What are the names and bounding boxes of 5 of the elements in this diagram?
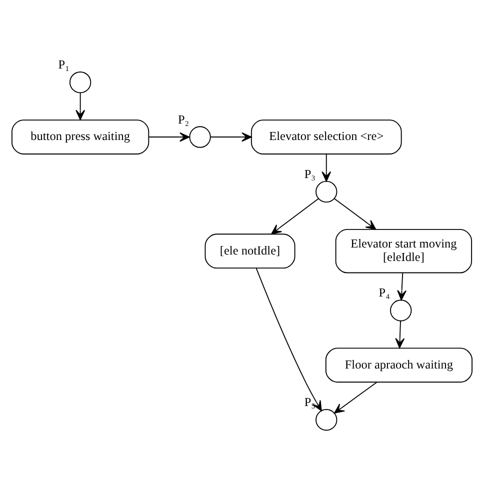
node-label: P₄ [378,286,390,300]
node-label: P₅ [304,395,316,410]
node-label: P₁ [58,58,70,72]
node-label: P₂ [178,112,190,126]
node-label: P₃ [304,166,316,181]
